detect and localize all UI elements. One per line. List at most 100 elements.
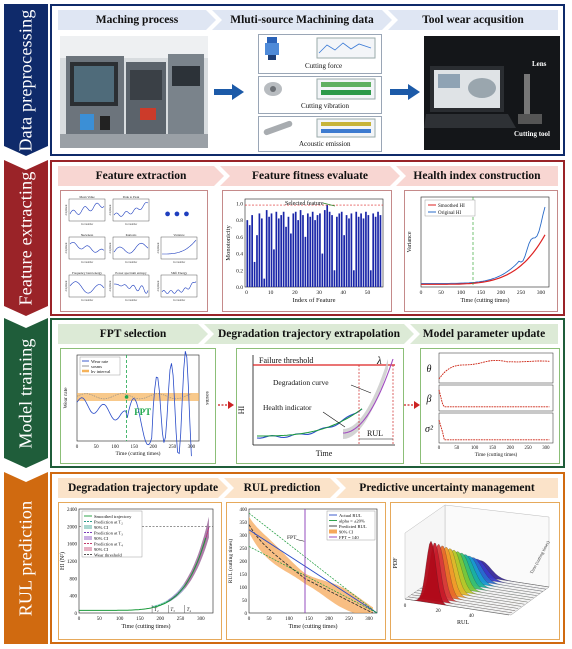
legend-label: FPT = 140: [339, 535, 359, 540]
legend-label: Wear threshold: [94, 553, 123, 558]
x-tick-label: 150: [477, 290, 486, 296]
x-axis-label: Time (cutting times): [460, 297, 509, 304]
x-tick-label: 150: [305, 617, 313, 622]
mini-plot-ylabel: Amplitude: [65, 280, 68, 292]
legend-swatch: [84, 547, 92, 551]
param-line: [438, 389, 550, 408]
health-indicator-label: Health indicator: [263, 403, 312, 412]
x-tick-label: 10: [268, 290, 274, 296]
legend-label: 90% CI: [94, 525, 109, 530]
predicted-rul-line: [248, 524, 374, 614]
x-tick-label: 100: [285, 617, 293, 622]
x-tick-label: 200: [325, 617, 333, 622]
lambda-label: λ: [376, 355, 382, 367]
bar: [374, 216, 377, 287]
y-tick-label: 100: [240, 586, 248, 591]
bar: [336, 216, 338, 287]
bar: [316, 215, 319, 287]
bar: [258, 213, 261, 287]
bar: [314, 220, 316, 287]
dashed-arrow-icon: [404, 401, 420, 409]
mini-plot-line: [162, 239, 197, 255]
bar: [285, 226, 287, 287]
param-symbol: θ: [427, 364, 432, 375]
mini-plot-line: [69, 281, 105, 294]
bar: [360, 213, 362, 287]
more-features-dots: ● ● ●: [164, 208, 189, 220]
wear-rate-line: [76, 351, 192, 457]
mini-plot-xlabel: Cut number: [173, 299, 185, 302]
mini-plot-ylabel: Amplitude: [157, 242, 160, 254]
fpt-marker: [124, 395, 129, 399]
mini-plot-line: [113, 202, 149, 217]
x-tick-label: 40: [469, 614, 475, 619]
mini-plot-xlabel: Cut number: [81, 299, 93, 302]
mini-plot-line: [69, 242, 105, 253]
x-tick-label: 20: [436, 609, 442, 614]
y-tick-label: 400: [70, 595, 78, 600]
bar: [362, 218, 365, 287]
x-axis-label: RUL: [457, 620, 469, 626]
legend-label: Prediction at T₄: [94, 542, 123, 547]
legend-box: [81, 510, 143, 558]
bar: [304, 236, 307, 287]
y-tick-label: 250: [240, 547, 248, 552]
x-tick-label: 0: [420, 290, 423, 296]
machining-photo: [60, 36, 208, 148]
x-tick-label: 200: [150, 445, 158, 450]
param-line: [438, 359, 550, 380]
prediction-band: [343, 359, 388, 439]
rul-label: RUL: [367, 429, 383, 438]
cutting-tool-callout: Cutting tool: [514, 130, 550, 138]
x-tick-label: 250: [517, 290, 526, 296]
bar: [270, 213, 273, 287]
mini-plot-title: Skewness: [81, 233, 94, 237]
x-tick-label: 50: [267, 617, 273, 622]
bar: [321, 253, 324, 287]
bar: [365, 211, 367, 287]
x-tick-label: 300: [542, 446, 550, 451]
legend-label: hv interval: [91, 369, 111, 374]
bar: [282, 211, 285, 287]
side-label-preprocessing: Data preprocessing: [4, 4, 48, 156]
bar: [355, 211, 358, 287]
param-line: [438, 419, 550, 441]
mini-plot-xlabel: Cut number: [81, 261, 93, 264]
fitted-line: [257, 408, 363, 437]
x-tick-label: 100: [471, 446, 479, 451]
lens-callout: Lens: [532, 60, 547, 68]
x-tick-label: 20: [292, 290, 298, 296]
mini-plot-frame: [160, 236, 198, 260]
time-marker-label: T₄: [187, 608, 192, 613]
y-tick-label: 300: [240, 534, 248, 539]
x-tick-label: 150: [136, 617, 144, 622]
y-tick-label: 400: [240, 508, 248, 513]
side-label-extracting: Feature extracting: [4, 160, 48, 316]
bar: [328, 211, 331, 287]
bar: [277, 218, 280, 287]
legend-label: Wear rate: [91, 359, 108, 364]
cutting-vibration-card: Cutting vibration: [258, 76, 382, 114]
bar: [340, 211, 343, 287]
bar: [338, 213, 341, 287]
x-tick-label: 50: [454, 446, 459, 451]
legend-swatch: [84, 525, 92, 529]
mini-plot-frame: [160, 274, 198, 298]
mini-plot-line: [161, 281, 197, 294]
x-tick-label: 0: [438, 446, 441, 451]
bar: [275, 211, 278, 287]
y-tick-label: 0.4: [236, 252, 243, 258]
failure-threshold-label: Failure threshold: [259, 356, 313, 365]
y-tick-label: 0: [245, 612, 248, 617]
y-tick-label: 0: [75, 612, 78, 617]
x-tick-label: 100: [457, 290, 466, 296]
x-tick-label: 50: [94, 445, 100, 450]
bar: [348, 218, 350, 287]
bar: [263, 278, 266, 287]
x-tick-label: 250: [177, 617, 185, 622]
y-axis-label: Monotonicity: [225, 225, 232, 261]
fpt-pointer: [296, 539, 305, 542]
bar: [345, 215, 348, 287]
legend-label: 90% CI: [339, 530, 354, 535]
